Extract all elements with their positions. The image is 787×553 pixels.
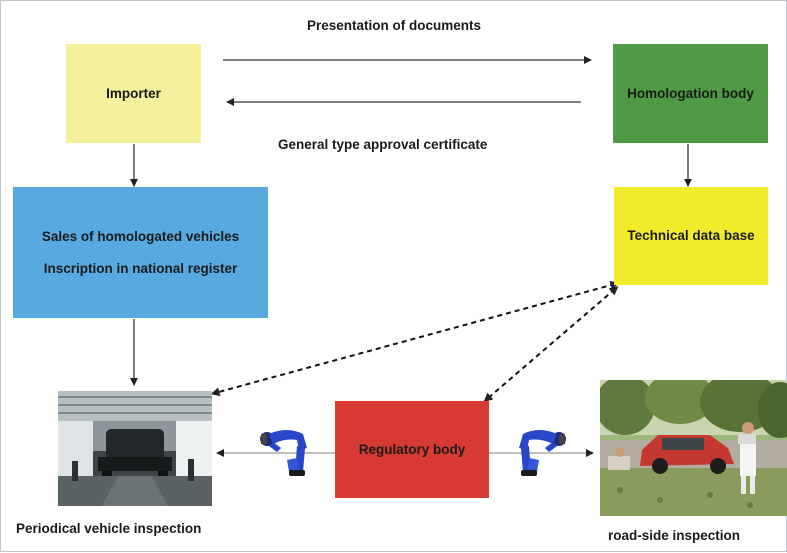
dashed-arrow-technical-regulatory xyxy=(483,286,619,402)
importer-label: Importer xyxy=(106,85,161,101)
importer-box: Importer xyxy=(66,44,201,143)
certificate-label: General type approval certificate xyxy=(278,137,488,152)
roadside-inspection-label: road-side inspection xyxy=(608,528,741,543)
sales-box: Sales of homologated vehicles Inscriptio… xyxy=(13,187,268,318)
homologation-box: Homologation body xyxy=(613,44,768,143)
sales-label: Sales of homologated vehicles xyxy=(41,228,240,244)
dashed-arrow-technical-periodical xyxy=(210,280,620,397)
technical-label: Technical data base xyxy=(627,228,755,244)
inspector-figure-icon xyxy=(259,426,315,478)
regulatory-box: Regulatory body xyxy=(335,401,489,498)
homologation-label: Homologation body xyxy=(627,85,754,101)
periodical-inspection-photo xyxy=(58,391,212,506)
presentation-label: Presentation of documents xyxy=(307,18,482,33)
periodical-inspection-label: Periodical vehicle inspection xyxy=(16,521,202,536)
technical-box: Technical data base xyxy=(614,187,768,285)
regulatory-label: Regulatory body xyxy=(358,441,466,457)
inscription-label: Inscription in national register xyxy=(43,260,238,276)
roadside-inspection-photo xyxy=(600,380,787,516)
inspector-figure-icon xyxy=(511,426,567,478)
